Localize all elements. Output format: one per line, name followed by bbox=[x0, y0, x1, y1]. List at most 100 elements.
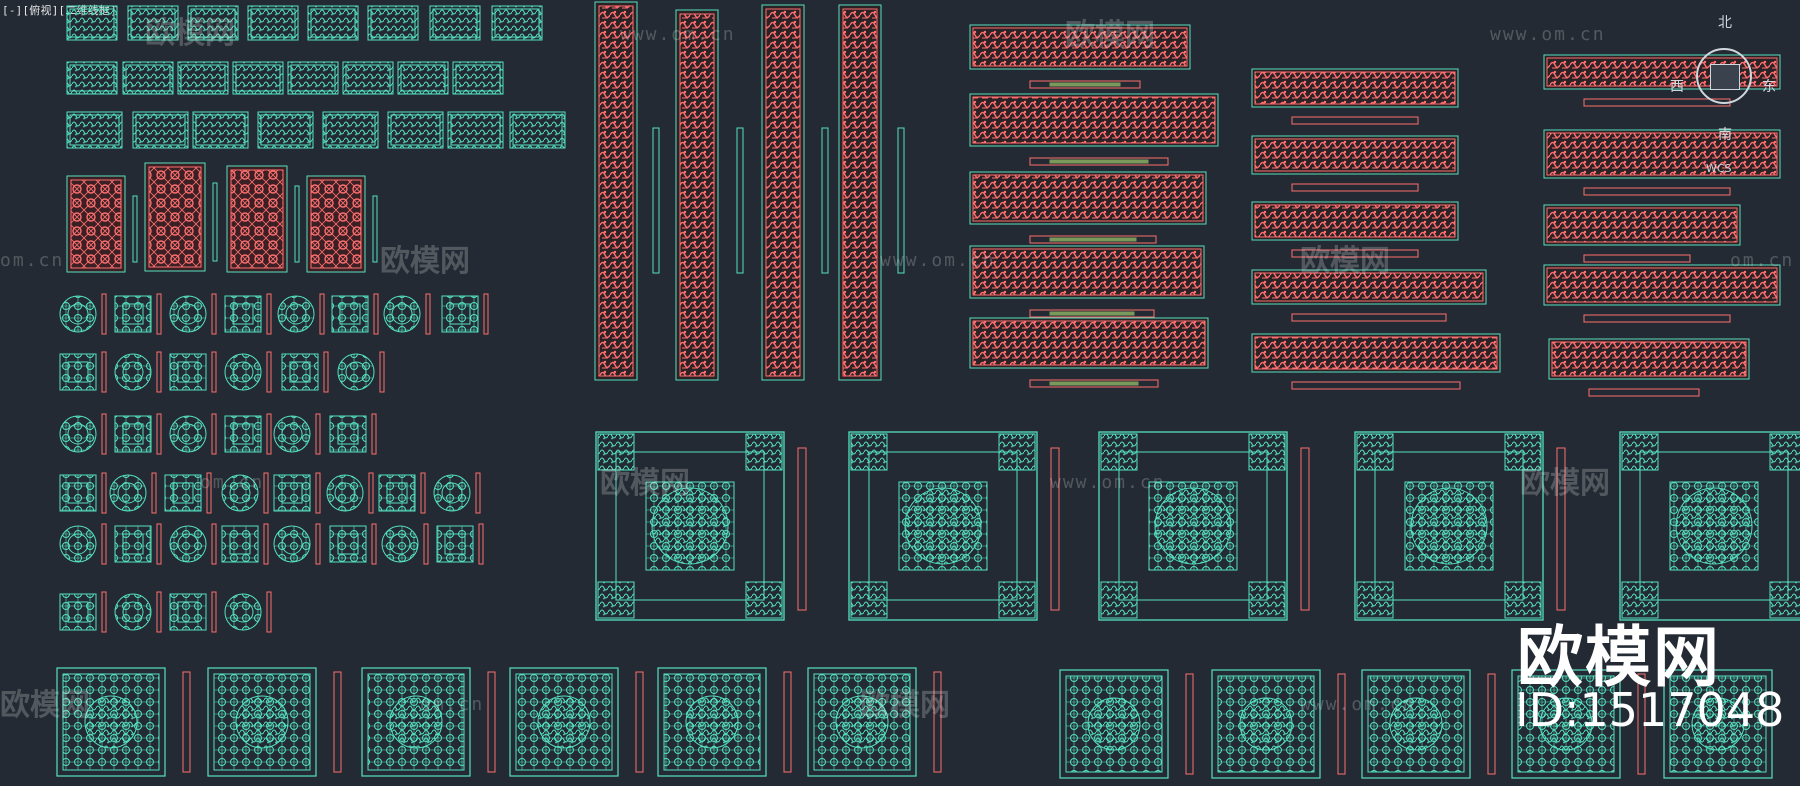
rosette-square bbox=[224, 295, 262, 333]
viewcube-ring[interactable] bbox=[1696, 48, 1752, 104]
rosette-square bbox=[114, 415, 152, 453]
watermark-brand-6: 欧模网 bbox=[1520, 466, 1610, 501]
coffer-section bbox=[1050, 447, 1060, 611]
rosette-center bbox=[117, 482, 139, 504]
rosette-round bbox=[59, 415, 97, 453]
coffer-corner-ornament bbox=[1356, 581, 1394, 619]
watermark-brand-2: 欧模网 bbox=[1065, 18, 1155, 53]
relief-tile-inner bbox=[450, 114, 501, 146]
rosette-section bbox=[156, 293, 162, 335]
rosette-center bbox=[232, 303, 254, 325]
relief-tile bbox=[452, 61, 504, 95]
rosette-section bbox=[373, 293, 379, 335]
relief-tile bbox=[367, 5, 419, 41]
rosette-section bbox=[156, 591, 162, 633]
compass-north-label[interactable]: 北 bbox=[1718, 15, 1732, 31]
rosette-round bbox=[109, 474, 147, 512]
rosette-center bbox=[122, 303, 144, 325]
rosette-square bbox=[329, 415, 367, 453]
relief-tile-inner bbox=[130, 8, 176, 38]
rosette-section bbox=[206, 472, 212, 514]
rosette-section bbox=[263, 523, 269, 565]
floor-tile-frame bbox=[56, 667, 166, 777]
rosette-center bbox=[122, 533, 144, 555]
floor-tile-frame bbox=[509, 667, 619, 777]
rosette-section bbox=[323, 351, 329, 393]
door-panel-carving bbox=[70, 179, 122, 269]
rosette-square bbox=[273, 474, 311, 512]
frieze-section bbox=[1583, 314, 1731, 323]
floor-tile-frame bbox=[1211, 669, 1321, 779]
frieze-carving bbox=[1546, 132, 1778, 176]
relief-tile bbox=[397, 61, 449, 95]
floor-tile-frame bbox=[361, 667, 471, 777]
watermark-brand-5: 欧模网 bbox=[600, 466, 690, 501]
frieze-section-core bbox=[1049, 311, 1135, 316]
floor-tile-medallion bbox=[835, 695, 889, 749]
rosette-round bbox=[326, 474, 364, 512]
relief-tile-inner bbox=[494, 8, 540, 38]
rosette-center bbox=[449, 303, 471, 325]
frieze-section-core bbox=[1049, 82, 1121, 87]
relief-tile bbox=[66, 61, 118, 95]
relief-tile-inner bbox=[512, 114, 563, 146]
frieze-section bbox=[1588, 388, 1700, 397]
relief-tile-inner bbox=[195, 114, 246, 146]
viewcube-top-face[interactable] bbox=[1710, 64, 1740, 90]
column-carving bbox=[598, 5, 634, 377]
floor-tile-medallion bbox=[537, 695, 591, 749]
coffer-corner-ornament bbox=[1504, 581, 1542, 619]
coffer-frame bbox=[1354, 431, 1544, 621]
rosette-round bbox=[383, 295, 421, 333]
floor-tile-section bbox=[783, 671, 792, 773]
coffer-corner-ornament bbox=[850, 581, 888, 619]
rosette-section bbox=[211, 591, 217, 633]
relief-tile-inner bbox=[69, 64, 115, 92]
rosette-center bbox=[334, 482, 356, 504]
rosette-square bbox=[281, 353, 319, 391]
coffer-corner-ornament bbox=[1248, 433, 1286, 471]
rosette-center bbox=[122, 601, 144, 623]
relief-tile bbox=[307, 5, 359, 41]
compass-east-label[interactable]: 东 bbox=[1762, 79, 1776, 95]
rosette-section bbox=[478, 523, 484, 565]
relief-tile-inner bbox=[290, 64, 336, 92]
rosette-center bbox=[391, 303, 413, 325]
floor-tile-frame bbox=[657, 667, 767, 777]
rosette-square bbox=[59, 474, 97, 512]
column-section bbox=[736, 127, 744, 274]
floor-tile-frame bbox=[1511, 669, 1621, 779]
rosette-round bbox=[381, 525, 419, 563]
rosette-square bbox=[441, 295, 479, 333]
viewcube[interactable]: 北 西 东 南 WCS bbox=[1670, 12, 1780, 182]
frieze-section bbox=[1583, 254, 1691, 263]
coffer-corner-ornament bbox=[1504, 433, 1542, 471]
rosette-center bbox=[122, 423, 144, 445]
rosette-square bbox=[224, 415, 262, 453]
rosette-section bbox=[371, 523, 377, 565]
rosette-center bbox=[441, 482, 463, 504]
watermark-url-3: om.cn bbox=[0, 250, 65, 271]
compass-west-label[interactable]: 西 bbox=[1670, 79, 1684, 95]
coffer-inner-frame bbox=[1639, 451, 1789, 601]
relief-tile bbox=[342, 61, 394, 95]
rosette-center bbox=[444, 533, 466, 555]
compass-south-label[interactable]: 南 bbox=[1718, 127, 1732, 143]
rosette-center bbox=[177, 361, 199, 383]
watermark-url-9: www.om.cn bbox=[1300, 694, 1416, 715]
rosette-center bbox=[232, 423, 254, 445]
relief-tile bbox=[187, 5, 239, 41]
rosette-center bbox=[386, 482, 408, 504]
coffer-corner-ornament bbox=[1100, 581, 1138, 619]
rosette-section bbox=[379, 351, 385, 393]
rosette-round bbox=[221, 474, 259, 512]
rosette-center bbox=[281, 482, 303, 504]
frieze-carving bbox=[972, 96, 1216, 144]
relief-tile bbox=[66, 5, 118, 41]
rosette-center bbox=[177, 601, 199, 623]
rosette-section bbox=[156, 413, 162, 455]
rosette-section bbox=[368, 472, 374, 514]
wcs-menu-label[interactable]: WCS bbox=[1706, 162, 1732, 175]
column-section bbox=[652, 127, 660, 274]
